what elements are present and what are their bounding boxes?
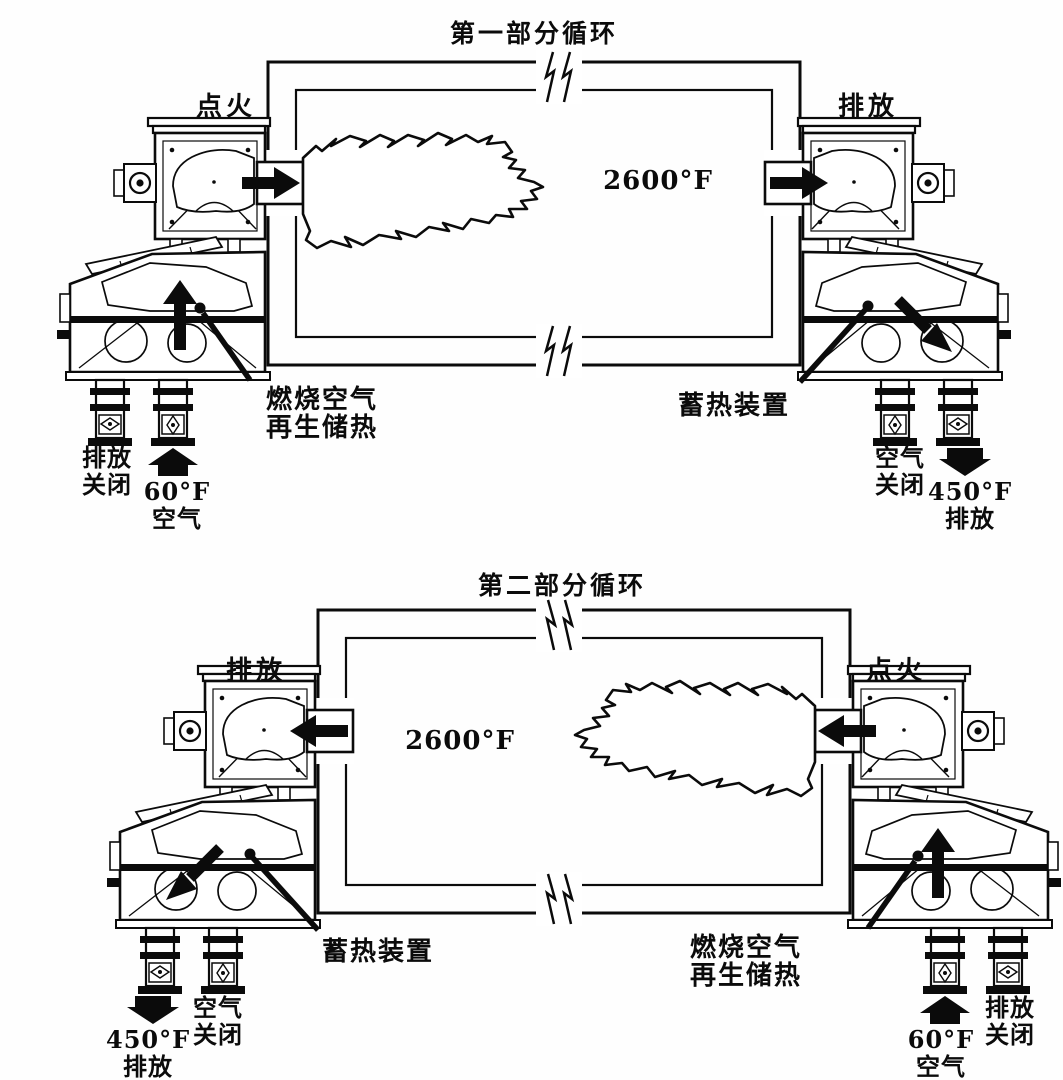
label-line: 空气 xyxy=(193,993,243,1022)
label-line: 排放 xyxy=(945,504,995,533)
label-line: 关闭 xyxy=(875,470,925,499)
label-line: 再生储热 xyxy=(266,413,379,443)
cycle1-air-closed-label: 空气 关闭 xyxy=(867,444,933,498)
label-line: 450°F xyxy=(106,1025,191,1054)
label-line: 排放 xyxy=(82,443,132,472)
label-line: 关闭 xyxy=(985,1020,1035,1049)
cycle2-air-closed-label: 空气 关闭 xyxy=(186,994,250,1048)
cycle1-right-burner-label: 排放 xyxy=(837,92,898,122)
cycle2-right-burner-label: 点火 xyxy=(865,656,926,686)
cycle2-heat-storage-callout: 蓄热装置 xyxy=(322,937,435,967)
cycle1-combustion-air-callout: 燃烧空气 再生储热 xyxy=(266,386,378,442)
cycle1-heat-storage-callout: 蓄热装置 xyxy=(678,391,791,421)
label-line: 空气 xyxy=(916,1052,966,1080)
label-line: 燃烧空气 xyxy=(266,385,379,415)
cycle1-exhaust-closed-label: 排放 关闭 xyxy=(75,444,139,498)
cycle2-left-burner-label: 排放 xyxy=(225,656,286,686)
cycle1-air-in-label: 60°F 空气 xyxy=(139,478,215,532)
cycle2-exhaust-out-label: 450°F 排放 xyxy=(106,1026,190,1080)
cycle2-exhaust-closed-label: 排放 关闭 xyxy=(977,994,1043,1048)
label-line: 60°F xyxy=(143,477,211,506)
cycle2-furnace-temp: 2600°F xyxy=(405,726,515,756)
label-line: 再生储热 xyxy=(690,961,803,991)
cycle2-combustion-air-callout: 燃烧空气 再生储热 xyxy=(690,934,802,990)
label-line: 空气 xyxy=(152,504,202,533)
cycle1-furnace-temp: 2600°F xyxy=(603,166,713,196)
label-line: 燃烧空气 xyxy=(690,933,803,963)
label-line: 排放 xyxy=(985,993,1035,1022)
cycle1-left-burner-label: 点火 xyxy=(195,92,256,122)
label-line: 60°F xyxy=(907,1025,975,1054)
label-line: 关闭 xyxy=(193,1020,243,1049)
label-line: 关闭 xyxy=(82,470,132,499)
cycle1-title: 第一部分循环 xyxy=(449,19,618,48)
cycle2-air-in-label: 60°F 空气 xyxy=(902,1026,980,1080)
label-line: 450°F xyxy=(928,477,1013,506)
cycle1-exhaust-out-label: 450°F 排放 xyxy=(928,478,1012,532)
cycle2-title: 第二部分循环 xyxy=(477,571,646,600)
label-line: 空气 xyxy=(875,443,925,472)
label-line: 排放 xyxy=(123,1052,173,1080)
